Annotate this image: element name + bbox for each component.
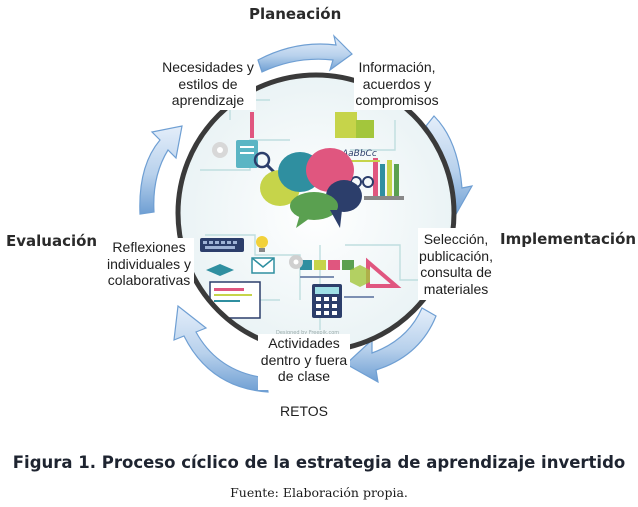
step-retos: RETOS [280, 403, 328, 419]
font-sample-text: AaBbCc [341, 149, 377, 159]
notebook-icon [335, 112, 357, 138]
phase-planeacion-title: Planeación [249, 5, 342, 23]
step-necesidades: Necesidades y estilos de aprendizaje [162, 59, 254, 108]
books-icon [373, 158, 378, 196]
brain-icon [260, 148, 362, 228]
figure-caption: Figura 1. Proceso cíclico de la estrateg… [12, 453, 626, 472]
pencil-icon [250, 112, 254, 138]
graduation-cap-icon [206, 264, 234, 276]
watermark-text: Designed by Freepik.com [276, 330, 339, 336]
phase-implementacion-title: Implementación [500, 230, 637, 248]
cycle-arrow-top [257, 34, 353, 73]
center-illustration: AaBbCc [175, 72, 457, 354]
cube-icon [350, 265, 370, 287]
keyboard-icon [200, 238, 244, 252]
block-icon [300, 260, 312, 270]
magnifier-icon [253, 151, 271, 169]
cycle-arrow-bottom-left [173, 304, 269, 393]
cycle-arrow-left [139, 125, 183, 215]
step-seleccion: Selección, publicación, consulta de mate… [419, 231, 493, 297]
figure-source: Fuente: Elaboración propia. [230, 485, 408, 500]
step-reflexiones: Reflexiones individuales y colaborativas [106, 239, 192, 288]
phase-evaluacion-title: Evaluación [6, 232, 98, 250]
step-actividades: Actividades dentro y fuera de clase [260, 335, 348, 384]
lightbulb-icon [256, 236, 268, 248]
step-informacion: Información, acuerdos y compromisos [355, 59, 439, 108]
